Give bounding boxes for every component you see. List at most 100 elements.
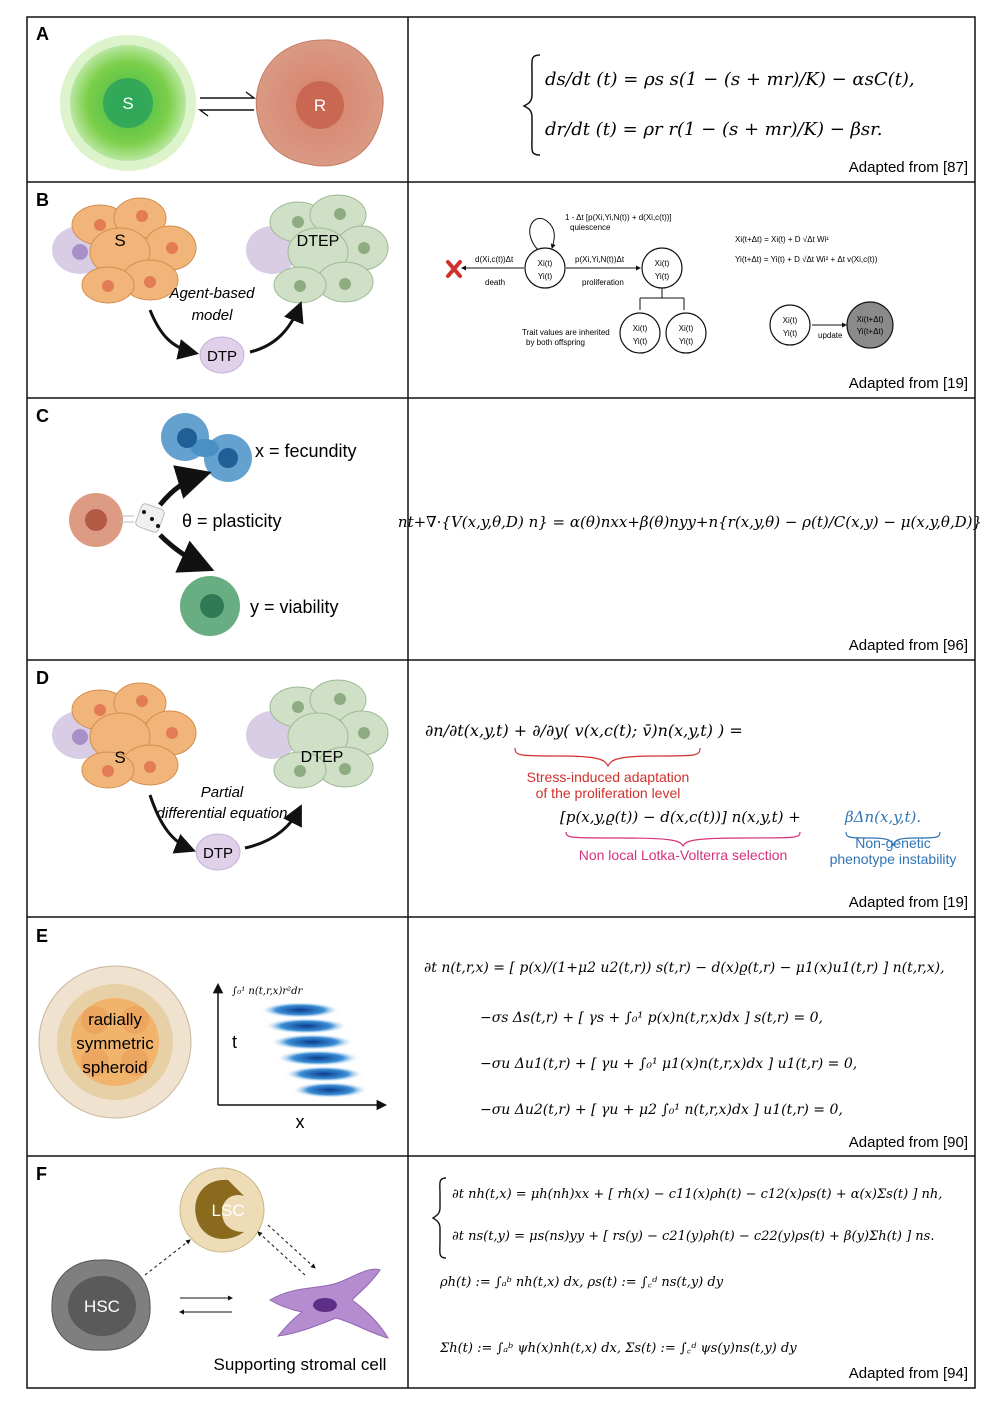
stromal-to-lsc-arrow: [257, 1231, 306, 1276]
svg-text:Xi(t): Xi(t): [655, 259, 670, 268]
viability-cell: [180, 576, 240, 636]
arrow-to-viability: [158, 533, 215, 573]
equation-line-2: −σs Δs(t,r) + [ γs + ∫₀¹ p(x)n(t,r,x)dx …: [480, 1010, 823, 1026]
dtp-cell: DTP: [199, 336, 245, 374]
plot-integral: ∫₀¹ n(t,r,x)r²dr: [232, 986, 304, 997]
equation-line-4: −σu Δu2(t,r) + [ γu + μ2 ∫₀¹ n(t,r,x)dx …: [480, 1102, 843, 1118]
node-x-next: Xi(t+Δt): [857, 315, 884, 324]
equation-line-1: ∂t n(t,r,x) = [ p(x)/(1+μ2 u2(t,r)) s(t,…: [424, 960, 945, 976]
hsc-cell: HSC: [51, 1259, 151, 1351]
equation-line-2: ∂t ns(t,y) = μs(ns)yy + [ rs(y) − c21(y)…: [452, 1229, 934, 1244]
cell-label-dtep: DTEP: [297, 233, 340, 250]
viability-label: y = viability: [250, 597, 339, 617]
stress-brace: [514, 747, 701, 768]
cell-label-lsc: LSC: [211, 1201, 244, 1220]
equation-line-2: dr/dt (t) = ρr r(1 − (s + mr)/K) − βsr.: [545, 119, 883, 140]
update-eq-1: Xi(t+Δt) = Xi(t) + D √Δt Wi¹: [735, 235, 829, 244]
instability-label-1: Non-genetic: [855, 835, 931, 851]
panel-label-e: E: [36, 926, 48, 946]
source-citation-b: Adapted from [19]: [849, 375, 968, 392]
transition-arrow-2: [249, 301, 304, 354]
pde-mid: [p(x,y,ϱ(t)) − d(x,c(t))] n(x,y,t) +: [560, 808, 801, 826]
spheroid-label-3: spheroid: [82, 1058, 147, 1077]
proliferation-rate: p(Xi,Yi,N(t))Δt: [575, 255, 625, 264]
inherit-note-2: by both offspring: [526, 338, 585, 347]
sensitive-cluster: S: [52, 197, 197, 304]
sensitive-cell: S: [60, 35, 196, 171]
fecundity-label: x = fecundity: [255, 441, 357, 461]
density-bands: [260, 1002, 368, 1098]
cell-label-dtp: DTP: [207, 348, 237, 365]
inherit-note-1: Trait values are inherited: [522, 328, 610, 337]
model-label-line-2: model: [192, 307, 234, 324]
panel-d: D S: [36, 668, 968, 911]
model-label-line-1: Partial: [201, 784, 244, 801]
equilibrium-arrows: [197, 91, 257, 117]
panel-f: F LSC HSC Supporting stromal cell ∂t nh(…: [36, 1164, 968, 1382]
cell-label-dtep: DTEP: [301, 749, 344, 766]
equation-line-4: Σh(t) := ∫ₐᵇ ψh(x)nh(t,x) dx, Σs(t) := ∫…: [439, 1341, 797, 1356]
panel-e: E radially symmetric spheroid t x ∫₀¹ n(…: [36, 926, 968, 1151]
quiescence-rate: 1 - Δt [p(Xi,Yi,N(t)) + d(Xi,c(t))]: [565, 213, 672, 222]
lotka-label: Non local Lotka-Volterra selection: [579, 847, 788, 863]
cell-label-r: R: [314, 96, 326, 115]
resistant-cell: R: [255, 39, 384, 167]
svg-text:Yi(t): Yi(t): [783, 329, 798, 338]
stress-label-2: of the proliferation level: [536, 785, 681, 801]
stress-label-1: Stress-induced adaptation: [527, 769, 690, 785]
transition-arrow-1: [148, 794, 196, 854]
update-label: update: [818, 331, 843, 340]
panel-label-f: F: [36, 1164, 47, 1184]
fecundity-cell: [161, 413, 252, 482]
source-citation-e: Adapted from [90]: [849, 1134, 968, 1151]
instability-label-2: phenotype instability: [830, 851, 957, 867]
cell-label-s: S: [114, 748, 125, 767]
update-eq-2: Yi(t+Δt) = Yi(t) + D √Δt Wi² + Δt v(Xi,c…: [735, 255, 878, 264]
panel-label-c: C: [36, 406, 49, 426]
dtep-cluster: DTEP: [246, 679, 389, 789]
plasticity-label: θ = plasticity: [182, 511, 282, 531]
plot-ylabel: t: [232, 1032, 237, 1052]
panel-label-b: B: [36, 190, 49, 210]
source-citation-a: Adapted from [87]: [849, 159, 968, 176]
system-brace: [431, 1177, 447, 1259]
equation-line-3: ρh(t) := ∫ₐᵇ nh(t,x) dx, ρs(t) := ∫꜀ᵈ ns…: [439, 1275, 724, 1290]
svg-text:Yi(t): Yi(t): [679, 337, 694, 346]
dtp-cell: DTP: [195, 833, 241, 871]
dtep-cluster: DTEP: [246, 194, 389, 304]
svg-text:Xi(t): Xi(t): [633, 324, 648, 333]
equation-line-1: ds/dt (t) = ρs s(1 − (s + mr)/K) − αsC(t…: [545, 69, 915, 90]
hsc-to-lsc-arrow: [144, 1239, 191, 1276]
lotka-brace: [565, 831, 801, 848]
cell-label-hsc: HSC: [84, 1297, 120, 1316]
cell-label-s: S: [114, 231, 125, 250]
instability-brace: [845, 831, 941, 847]
plot-xlabel: x: [296, 1112, 305, 1132]
svg-text:Yi(t): Yi(t): [655, 272, 670, 281]
lsc-to-stromal-arrow: [267, 1224, 316, 1269]
svg-text:Xi(t): Xi(t): [679, 324, 694, 333]
spheroid-label-1: radially: [88, 1010, 142, 1029]
sensitive-cluster: S: [52, 682, 197, 789]
agent-diagram: 1 - Δt [p(Xi,Yi,N(t)) + d(Xi,c(t))] quie…: [446, 213, 894, 354]
cell-label-dtp: DTP: [203, 845, 233, 862]
equation-line-1: ∂t nh(t,x) = μh(nh)xx + [ rh(x) − c11(x)…: [452, 1187, 942, 1202]
transition-arrow-2: [244, 804, 302, 850]
spheroid-label-2: symmetric: [76, 1034, 154, 1053]
quiescence-loop: [529, 217, 556, 251]
density-plot: t x ∫₀¹ n(t,r,x)r²dr: [212, 982, 388, 1132]
svg-text:Xi(t): Xi(t): [783, 316, 798, 325]
model-label-line-2: differential equation: [157, 805, 288, 822]
equation-line-3: −σu Δu1(t,r) + [ γu + ∫₀¹ μ1(x)n(t,r,x)d…: [480, 1056, 857, 1072]
node-x: Xi(t): [538, 259, 553, 268]
panel-b: B S: [36, 190, 968, 392]
death-icon: [446, 260, 462, 278]
panel-grid: [26, 16, 976, 1389]
transition-arrow-1: [148, 309, 200, 360]
panel-label-d: D: [36, 668, 49, 688]
dice-icon: [120, 503, 165, 533]
panel-c: C x = fecundity θ = plasticity y = viabi…: [36, 406, 982, 654]
death-label: death: [485, 278, 505, 287]
phenotype-pde: nt+∇·{V(x,y,θ,D) n} = α(θ)nxx+β(θ)nyy+n{…: [398, 513, 982, 531]
